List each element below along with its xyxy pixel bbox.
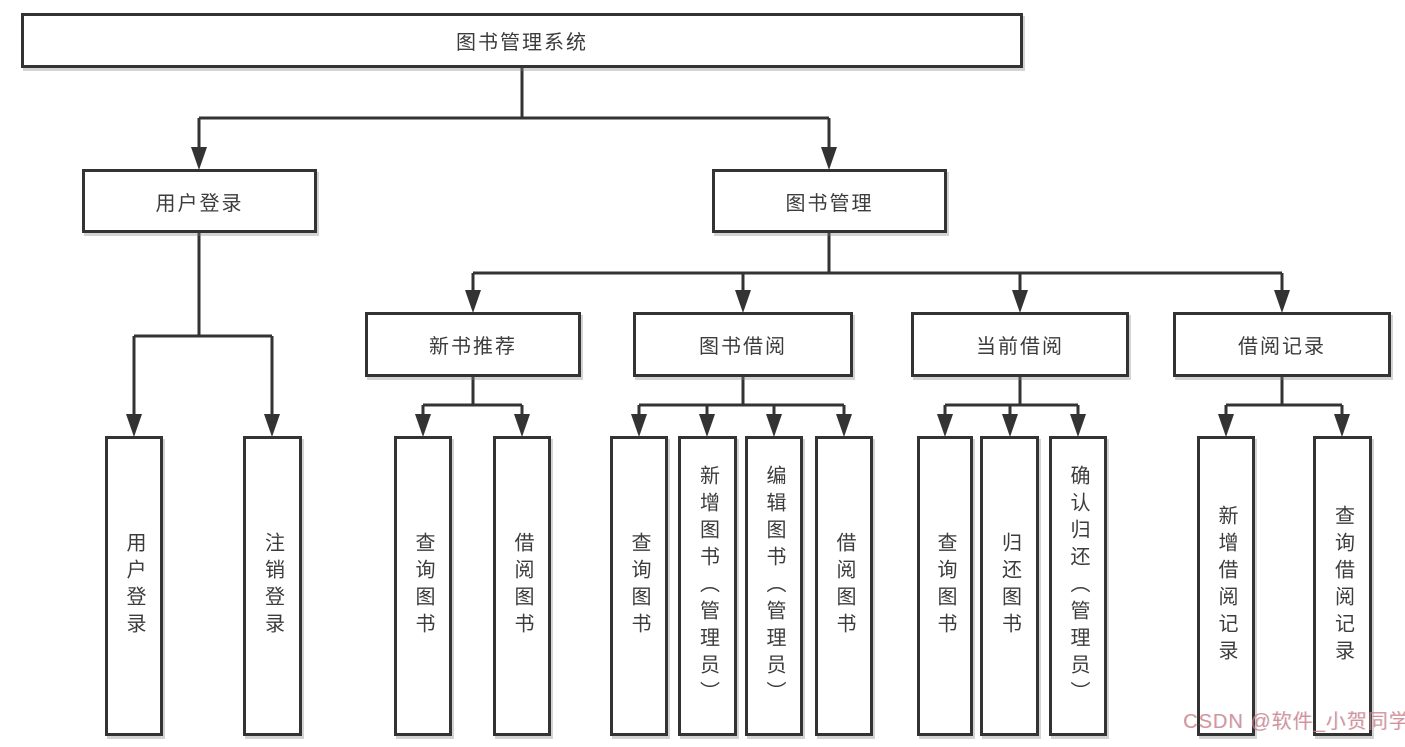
node-borrow-record: 借阅记录 <box>1173 312 1391 377</box>
arrowhead <box>735 290 751 313</box>
arrowhead <box>766 414 782 437</box>
connector-record-branch <box>1224 377 1344 417</box>
arrowhead <box>1218 414 1234 437</box>
connector-newbook-branch <box>421 377 524 417</box>
arrowhead <box>821 147 837 170</box>
leaf-label: 新增借阅记录 <box>1215 505 1237 667</box>
node-user-login: 用户登录 <box>82 169 317 233</box>
leaf-edit-book-admin: 编辑图书（管理员） <box>745 436 803 736</box>
leaf-label: 编辑图书（管理员） <box>763 464 785 708</box>
connector-mgmt-branch <box>471 233 1284 293</box>
leaf-label: 注销登录 <box>261 532 284 640</box>
arrowhead <box>631 414 647 437</box>
arrowhead <box>1012 290 1028 313</box>
node-label: 图书管理 <box>785 192 874 215</box>
leaf-label: 借阅图书 <box>833 532 855 640</box>
arrowhead <box>191 147 207 170</box>
leaf-query-borrow-record: 查询借阅记录 <box>1313 436 1372 736</box>
arrowhead <box>126 414 142 437</box>
arrowhead <box>836 414 852 437</box>
arrowhead <box>415 414 431 437</box>
connector-current-branch <box>943 377 1080 417</box>
node-label: 借阅记录 <box>1238 336 1326 358</box>
arrowhead <box>1002 414 1018 437</box>
node-label: 图书管理系统 <box>456 32 588 54</box>
leaf-label: 借阅图书 <box>511 532 533 640</box>
node-label: 图书借阅 <box>699 336 787 358</box>
csdn-watermark: CSDN @软件_小贺同学 <box>1183 711 1405 733</box>
node-new-book-recommend: 新书推荐 <box>365 312 581 377</box>
node-label: 当前借阅 <box>976 336 1064 358</box>
arrowhead <box>937 414 953 437</box>
leaf-label: 用户登录 <box>123 532 145 640</box>
leaf-add-book-admin: 新增图书（管理员） <box>678 436 737 736</box>
leaf-add-borrow-record: 新增借阅记录 <box>1197 436 1255 736</box>
leaf-return-book: 归还图书 <box>980 436 1039 736</box>
arrowhead <box>514 414 530 437</box>
leaf-query-book-newbook: 查询图书 <box>394 436 452 736</box>
leaf-label: 查询图书 <box>628 532 650 640</box>
leaf-label: 查询借阅记录 <box>1331 505 1354 667</box>
connector-borrow-branch <box>637 377 846 417</box>
arrowhead <box>1070 414 1086 437</box>
leaf-borrow-book: 借阅图书 <box>815 436 873 736</box>
leaf-confirm-return-admin: 确认归还（管理员） <box>1049 436 1107 736</box>
arrowhead <box>699 414 715 437</box>
arrowhead <box>1274 290 1290 313</box>
node-book-management: 图书管理 <box>712 169 947 233</box>
leaf-label: 查询图书 <box>412 532 434 640</box>
arrowhead <box>465 290 481 313</box>
leaf-query-book-current: 查询图书 <box>917 436 973 736</box>
leaf-label: 确认归还（管理员） <box>1067 464 1089 708</box>
node-label: 用户登录 <box>155 192 244 215</box>
node-label: 新书推荐 <box>429 336 517 358</box>
leaf-query-book-borrow: 查询图书 <box>610 436 668 736</box>
node-book-borrow: 图书借阅 <box>633 312 853 377</box>
connector-root-branch <box>197 68 831 150</box>
leaf-label: 归还图书 <box>998 532 1021 640</box>
leaf-borrow-book-newbook: 借阅图书 <box>493 436 551 736</box>
node-current-borrow: 当前借阅 <box>911 312 1129 377</box>
leaf-logout: 注销登录 <box>243 436 302 736</box>
leaf-user-login: 用户登录 <box>105 436 163 736</box>
leaf-label: 查询图书 <box>934 532 956 640</box>
arrowhead <box>1334 414 1350 437</box>
leaf-label: 新增图书（管理员） <box>696 464 719 708</box>
node-library-system: 图书管理系统 <box>21 13 1023 68</box>
arrowhead <box>264 414 280 437</box>
connector-login-branch <box>132 233 274 417</box>
